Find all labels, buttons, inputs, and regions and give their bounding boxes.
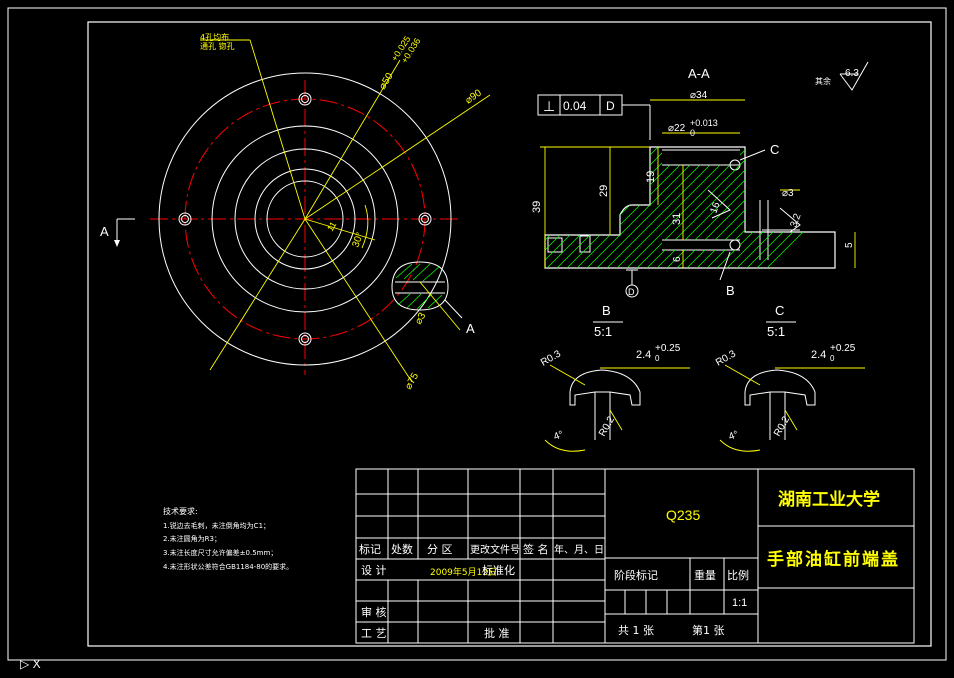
oil-hole-section: [391, 261, 449, 311]
detail-marker-b: B: [726, 283, 735, 298]
roughness-label: 其余: [815, 76, 831, 86]
dim-d22-tol-upper: +0.013: [690, 118, 718, 128]
note-4-holes: 4孔均布通孔 锪孔: [200, 32, 235, 51]
detail-b-scale: 5:1: [594, 324, 612, 339]
detail-c-angle: 4°: [727, 429, 740, 443]
scale-value: 1:1: [732, 597, 747, 609]
part-section: [544, 146, 836, 269]
process-label: 工 艺: [361, 627, 387, 640]
dim-h6: 6: [672, 256, 683, 262]
material: Q235: [666, 507, 700, 523]
weight-label: 重量: [694, 568, 716, 582]
title-block[interactable]: [355, 468, 915, 644]
detail-c-tol-upper: +0.25: [830, 343, 856, 354]
design-label: 设 计: [361, 564, 387, 577]
detail-b-angle: 4°: [552, 429, 565, 443]
section-view-aa[interactable]: A-A ⊥ 0.04 D 其余 6.3: [490, 61, 920, 298]
rev-header-5: 签 名: [523, 542, 549, 556]
gdt-symbol: ⊥: [543, 98, 555, 114]
detail-b-width: 2.4: [636, 349, 651, 361]
technical-requirements: 技术要求: 1.锐边去毛刺，未注倒角均为C1； 2.未注圆角为R3； 3.未注长…: [163, 506, 293, 571]
rev-header-3: 分 区: [427, 543, 453, 556]
detail-marker-c: C: [770, 142, 779, 157]
title-block-text: Q235 湖南工业大学 手部油缸前端盖 标记 处数 分 区 更改文件号 签 名 …: [359, 489, 900, 640]
inner-frame: [87, 21, 932, 647]
sheet-no: 第1 张: [692, 623, 725, 637]
dim-d22-tol-lower: 0: [690, 128, 695, 138]
tech-req-item-2: 2.未注圆角为R3；: [163, 534, 221, 543]
dim-angle-30: 30°: [350, 231, 366, 249]
gdt-frame: ⊥ 0.04 D: [537, 94, 651, 140]
detail-b-letter: B: [602, 303, 611, 318]
approve-label: 批 准: [484, 626, 510, 640]
part-name: 手部油缸前端盖: [767, 549, 900, 570]
scale-label: 比例: [727, 568, 749, 582]
detail-b-tol-lower: 0: [655, 354, 660, 363]
dim-d3: ⌀3: [782, 188, 794, 199]
dim-h19: 19: [645, 171, 657, 183]
design-date: 2009年5月12日: [430, 566, 497, 578]
dim-d75: ⌀75: [403, 371, 421, 392]
tech-req-item-4: 4.未注形状公差符合GB1184-80的要求。: [163, 562, 293, 571]
detail-view-b[interactable]: B 5:1 R0.3 R0.2 2.4 +0.25 0 4°: [539, 303, 690, 452]
tech-req-item-1: 1.锐边去毛刺，未注倒角均为C1；: [163, 521, 270, 530]
dim-h29: 29: [598, 185, 610, 197]
detail-b-tol-upper: +0.25: [655, 343, 681, 354]
dim-r32: 3.2: [788, 212, 803, 229]
detail-c-letter: C: [775, 303, 784, 318]
stage-label: 阶段标记: [614, 568, 658, 582]
dim-d90: ⌀90: [463, 87, 484, 106]
dim-hole-phi3: ⌀3: [413, 311, 429, 327]
dim-h39: 39: [531, 201, 543, 213]
rev-header-4: 更改文件号: [470, 543, 520, 556]
section-marker-left: A: [100, 224, 109, 239]
bolt-holes: [178, 92, 432, 346]
section-marker-right: A: [466, 321, 475, 336]
gdt-datum: D: [606, 99, 615, 113]
tech-req-title: 技术要求:: [163, 506, 198, 516]
detail-c-tol-lower: 0: [830, 354, 835, 363]
school-name: 湖南工业大学: [778, 489, 880, 510]
top-view[interactable]: A A 4孔均布通孔 锪孔 ⌀50 +0.025 +0.036 ⌀90 ⌀75 …: [100, 32, 491, 392]
dim-r16: 16: [708, 200, 722, 215]
rev-header-6: 年、月、日: [554, 543, 604, 556]
detail-c-scale: 5:1: [767, 324, 785, 339]
dim-r11: 11: [325, 220, 338, 233]
dim-h5: 5: [844, 242, 855, 248]
rev-header-1: 标记: [359, 542, 381, 556]
outer-frame: [7, 7, 947, 661]
ucs-icon: ▷ X: [20, 657, 41, 671]
review-label: 审 核: [361, 605, 387, 619]
detail-view-c[interactable]: C 5:1 R0.3 R0.2 2.4 +0.25 0 4°: [714, 303, 865, 452]
gdt-value: 0.04: [563, 99, 587, 113]
tech-req-item-3: 3.未注长度尺寸允许偏差±0.5mm；: [163, 548, 277, 557]
datum-letter: D: [628, 287, 635, 297]
rev-header-2: 处数: [391, 543, 413, 556]
standard-label: 标准化: [482, 563, 515, 577]
dim-h31: 31: [671, 213, 683, 225]
dim-d34: ⌀34: [690, 90, 708, 101]
dim-d22: ⌀22: [668, 123, 686, 134]
detail-c-width: 2.4: [811, 349, 826, 361]
dim-d50: ⌀50: [377, 71, 396, 92]
section-title: A-A: [688, 66, 710, 81]
sheets-total: 共 1 张: [618, 624, 654, 637]
